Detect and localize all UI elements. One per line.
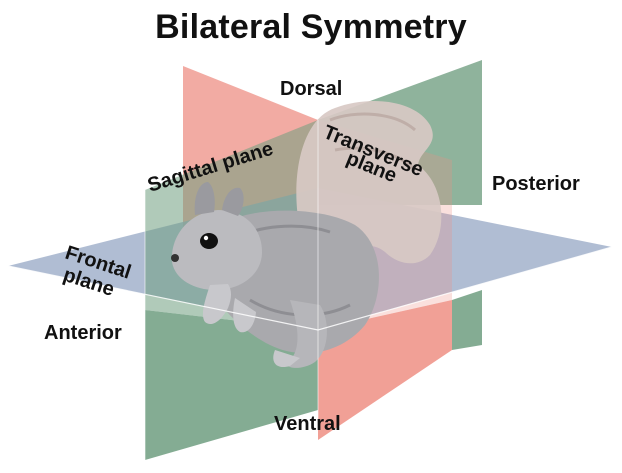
sagittal-plane-lower-right (452, 290, 482, 350)
squirrel-eye (200, 233, 218, 249)
diagram-title: Bilateral Symmetry (155, 8, 467, 46)
ventral-label: Ventral (274, 413, 341, 435)
squirrel-front-leg (202, 284, 231, 325)
anterior-label: Anterior (44, 322, 122, 344)
dorsal-label: Dorsal (280, 78, 343, 100)
squirrel-ear-left (194, 182, 215, 215)
squirrel-head (171, 210, 262, 290)
sagittal-plane-lower (145, 310, 318, 460)
squirrel-hind-leg (287, 300, 327, 368)
squirrel-nose (171, 254, 179, 262)
posterior-label: Posterior (492, 173, 580, 195)
squirrel-ear-right (222, 187, 244, 216)
squirrel (171, 101, 442, 368)
